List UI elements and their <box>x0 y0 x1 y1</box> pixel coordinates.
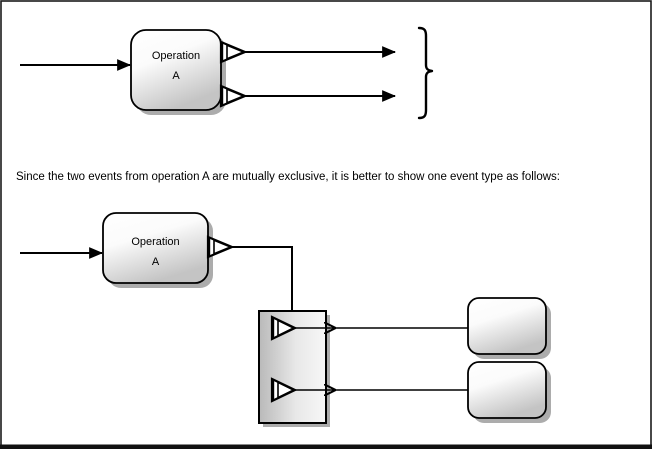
diagram-top: Operation A <box>20 26 434 120</box>
operation-node-bottom-label-line2: A <box>152 256 160 268</box>
target-node-bottom[interactable] <box>467 361 547 419</box>
grouping-brace <box>417 26 434 120</box>
fork-event-top-icon[interactable] <box>270 315 298 341</box>
target-node-top[interactable] <box>467 297 547 355</box>
event-port-top-icon[interactable] <box>219 40 248 64</box>
elbow-connector <box>231 246 293 313</box>
caption-text: Since the two events from operation A ar… <box>16 171 560 183</box>
event-port-single-icon[interactable] <box>206 235 235 259</box>
event-port-bottom-icon[interactable] <box>219 84 248 108</box>
operation-node-top-label-line1: Operation <box>152 50 200 62</box>
diagram-bottom: Operation A <box>20 212 551 427</box>
fork-event-bottom-icon[interactable] <box>270 377 298 403</box>
operation-node-bottom[interactable] <box>102 212 209 284</box>
operation-node-top[interactable] <box>130 29 222 111</box>
fork-gateway[interactable] <box>258 310 327 424</box>
operation-node-top-label-line2: A <box>172 70 180 82</box>
operation-node-bottom-label-line1: Operation <box>131 236 179 248</box>
